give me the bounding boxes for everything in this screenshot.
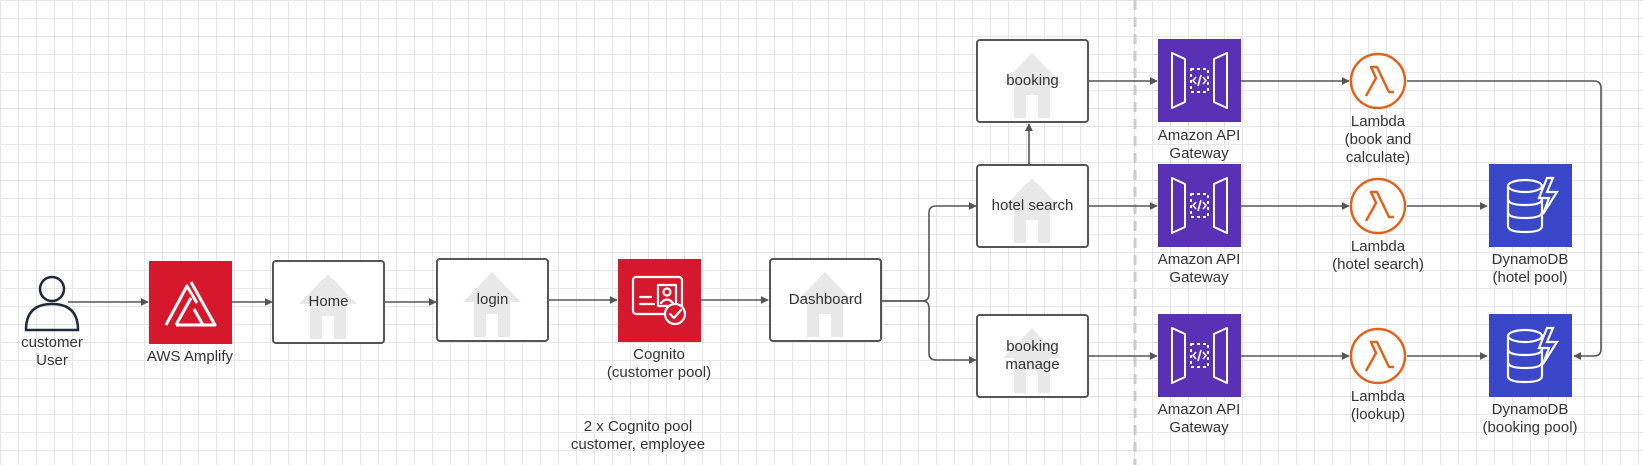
- booking-manage-label: booking manage: [1005, 338, 1060, 373]
- ddb-booking-label: DynamoDB (booking pool): [1482, 401, 1578, 436]
- apigw-1-label: Amazon API Gateway: [1157, 127, 1241, 162]
- lambda-icon: [1349, 52, 1407, 110]
- login-label: login: [476, 291, 509, 308]
- lambda-lookup-label: Lambda (lookup): [1350, 388, 1406, 423]
- page-box-home[interactable]: [272, 260, 385, 344]
- lambda-search-label: Lambda (hotel search): [1332, 238, 1424, 273]
- cognito-pool-note: 2 x Cognito pool customer, employee: [570, 418, 706, 453]
- edge-lambda-book-to-ddb-booking: [1407, 80, 1602, 360]
- edge-dashboard-to-booking-manage: [881, 300, 977, 364]
- dynamodb-icon: [1489, 314, 1572, 397]
- lambda-icon: [1349, 177, 1407, 235]
- edge-dashboard-to-hotel-search: [881, 202, 977, 302]
- ddb-hotel-label: DynamoDB (hotel pool): [1491, 251, 1569, 286]
- page-box-booking[interactable]: [976, 39, 1089, 123]
- apigw-3-label: Amazon API Gateway: [1157, 401, 1241, 436]
- house-icon: [1003, 178, 1061, 243]
- dynamodb-icon: [1489, 164, 1572, 247]
- amplify-label: AWS Amplify: [146, 348, 234, 365]
- page-box-hotel-search[interactable]: [976, 164, 1089, 248]
- user-label: customer User: [21, 334, 83, 369]
- apigw-2-label: Amazon API Gateway: [1157, 251, 1241, 286]
- house-icon: [1003, 328, 1061, 393]
- aws-amplify-icon: [149, 261, 232, 344]
- hotel-search-label: hotel search: [991, 197, 1074, 214]
- house-icon: [796, 272, 854, 337]
- page-box-dashboard[interactable]: [769, 258, 882, 342]
- home-label: Home: [308, 293, 349, 310]
- house-icon: [1003, 53, 1061, 118]
- house-icon: [299, 274, 357, 339]
- booking-label: booking: [1006, 72, 1059, 89]
- page-box-login[interactable]: [436, 258, 549, 342]
- edges-layer: [68, 77, 1602, 364]
- user-icon: [24, 275, 80, 332]
- cognito-icon: [618, 259, 701, 342]
- page-box-booking-manage[interactable]: [976, 314, 1089, 398]
- cognito-label: Cognito (customer pool): [606, 346, 712, 381]
- api-gateway-icon: [1158, 39, 1241, 122]
- dashboard-label: Dashboard: [788, 291, 863, 308]
- lambda-book-label: Lambda (book and calculate): [1344, 113, 1412, 166]
- api-gateway-icon: [1158, 164, 1241, 247]
- api-gateway-icon: [1158, 314, 1241, 397]
- house-icon: [463, 272, 521, 337]
- lambda-icon: [1349, 327, 1407, 385]
